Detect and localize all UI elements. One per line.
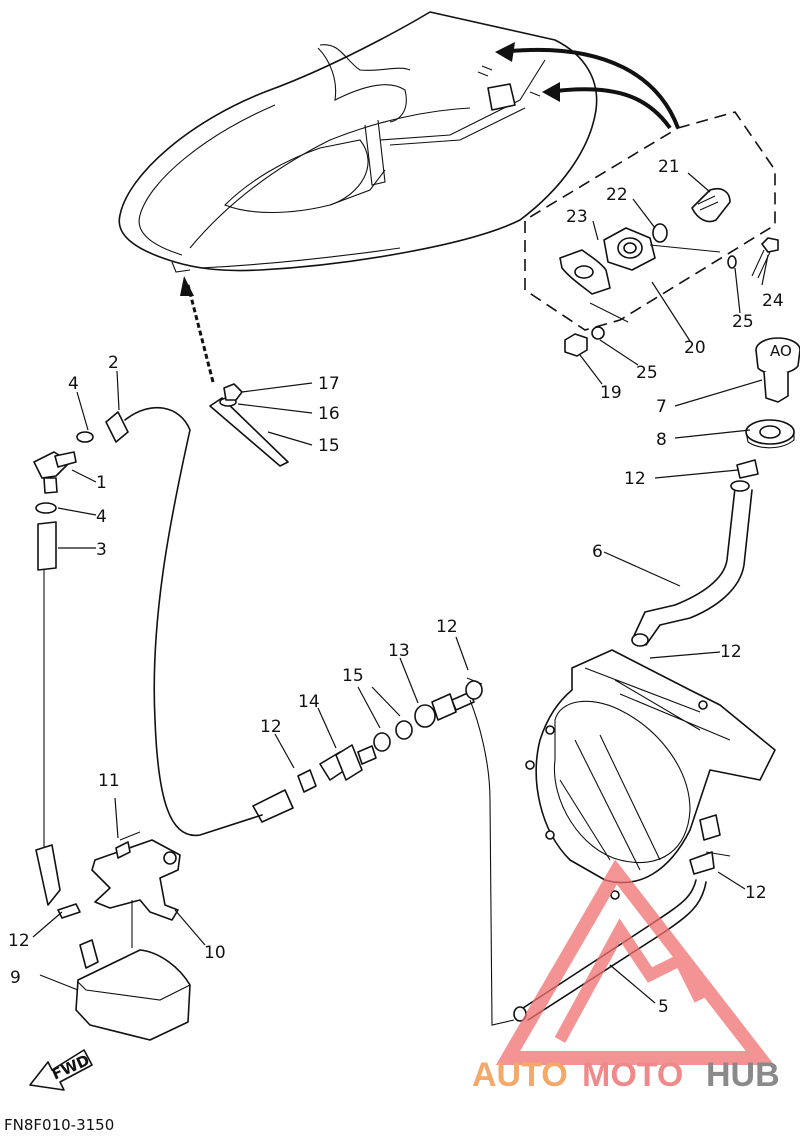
- part-label-12: 12: [8, 931, 30, 951]
- svg-text:AO: AO: [770, 342, 792, 360]
- part-label-4: 4: [96, 507, 107, 527]
- fwd-arrow: FWD: [29, 1049, 93, 1091]
- elbow-fitting-1: [33, 451, 77, 494]
- part-label-12: 12: [436, 617, 458, 637]
- bracket-10: [91, 839, 181, 948]
- part-label-2: 2: [108, 353, 119, 373]
- box-9: [75, 939, 191, 1041]
- part-label-5: 5: [658, 997, 669, 1017]
- part-labels: 4 2 1 4 3 17 16 15 21 22 23 24 25 20 25 …: [8, 157, 784, 1017]
- part-label-16: 15: [318, 436, 340, 456]
- part-label-25: 25: [636, 363, 658, 383]
- part-label-13: 13: [388, 641, 410, 661]
- part-label-14: 14: [298, 692, 320, 712]
- part-label-25: 25: [732, 312, 754, 332]
- part-label-8: 8: [656, 430, 667, 450]
- detail-callout-box: [524, 111, 776, 331]
- part-label-19: 19: [600, 383, 622, 403]
- part-label-24: 24: [762, 291, 784, 311]
- diagram-code: FN8F010-3150: [4, 1116, 114, 1134]
- callout-arrows: [180, 42, 680, 383]
- watercraft-hull: [118, 11, 598, 273]
- watermark-moto: MOTO: [582, 1056, 683, 1094]
- tube-6: [631, 480, 753, 647]
- part-label-10: 10: [204, 943, 226, 963]
- strap-16-nut-18: [209, 383, 289, 467]
- part-label-6: 6: [592, 542, 603, 562]
- part-label-12: 12: [720, 642, 742, 662]
- part-label-4: 4: [68, 374, 79, 394]
- part-label-18: 17: [318, 374, 340, 394]
- part-label-22: 22: [606, 185, 628, 205]
- part-label-17: 16: [318, 404, 340, 424]
- watermark-auto: AUTO: [472, 1056, 568, 1094]
- clamp-4: [35, 502, 57, 514]
- filler-cap-assembly: AO: [736, 337, 800, 479]
- sleeve-2: [76, 411, 129, 443]
- drain-plug-assembly: [559, 187, 779, 357]
- part-label-11: 11: [98, 771, 120, 791]
- watermark-hub: HUB: [706, 1056, 780, 1094]
- part-label-23: 23: [566, 207, 588, 227]
- part-label-9: 9: [10, 968, 21, 988]
- part-label-12: 12: [745, 883, 767, 903]
- screw-11: [115, 831, 141, 859]
- part-label-20: 20: [684, 338, 706, 358]
- watermark-logo: [495, 859, 775, 1065]
- part-label-7: 7: [656, 397, 667, 417]
- hose-routing: [124, 406, 515, 1026]
- part-label-12: 12: [260, 717, 282, 737]
- part-label-3: 3: [96, 540, 107, 560]
- part-label-21: 21: [658, 157, 680, 177]
- part-label-15: 15: [342, 666, 364, 686]
- tube-3: [35, 521, 81, 919]
- jet-pump-housing: [525, 649, 776, 900]
- part-label-1: 1: [96, 473, 107, 493]
- watermark-text: AUTO MOTO HUB: [472, 1056, 780, 1094]
- fwd-label: FWD: [49, 1051, 92, 1083]
- fitting-assembly: [252, 677, 483, 823]
- part-label-12: 12: [624, 469, 646, 489]
- leader-lines: [32, 172, 769, 1004]
